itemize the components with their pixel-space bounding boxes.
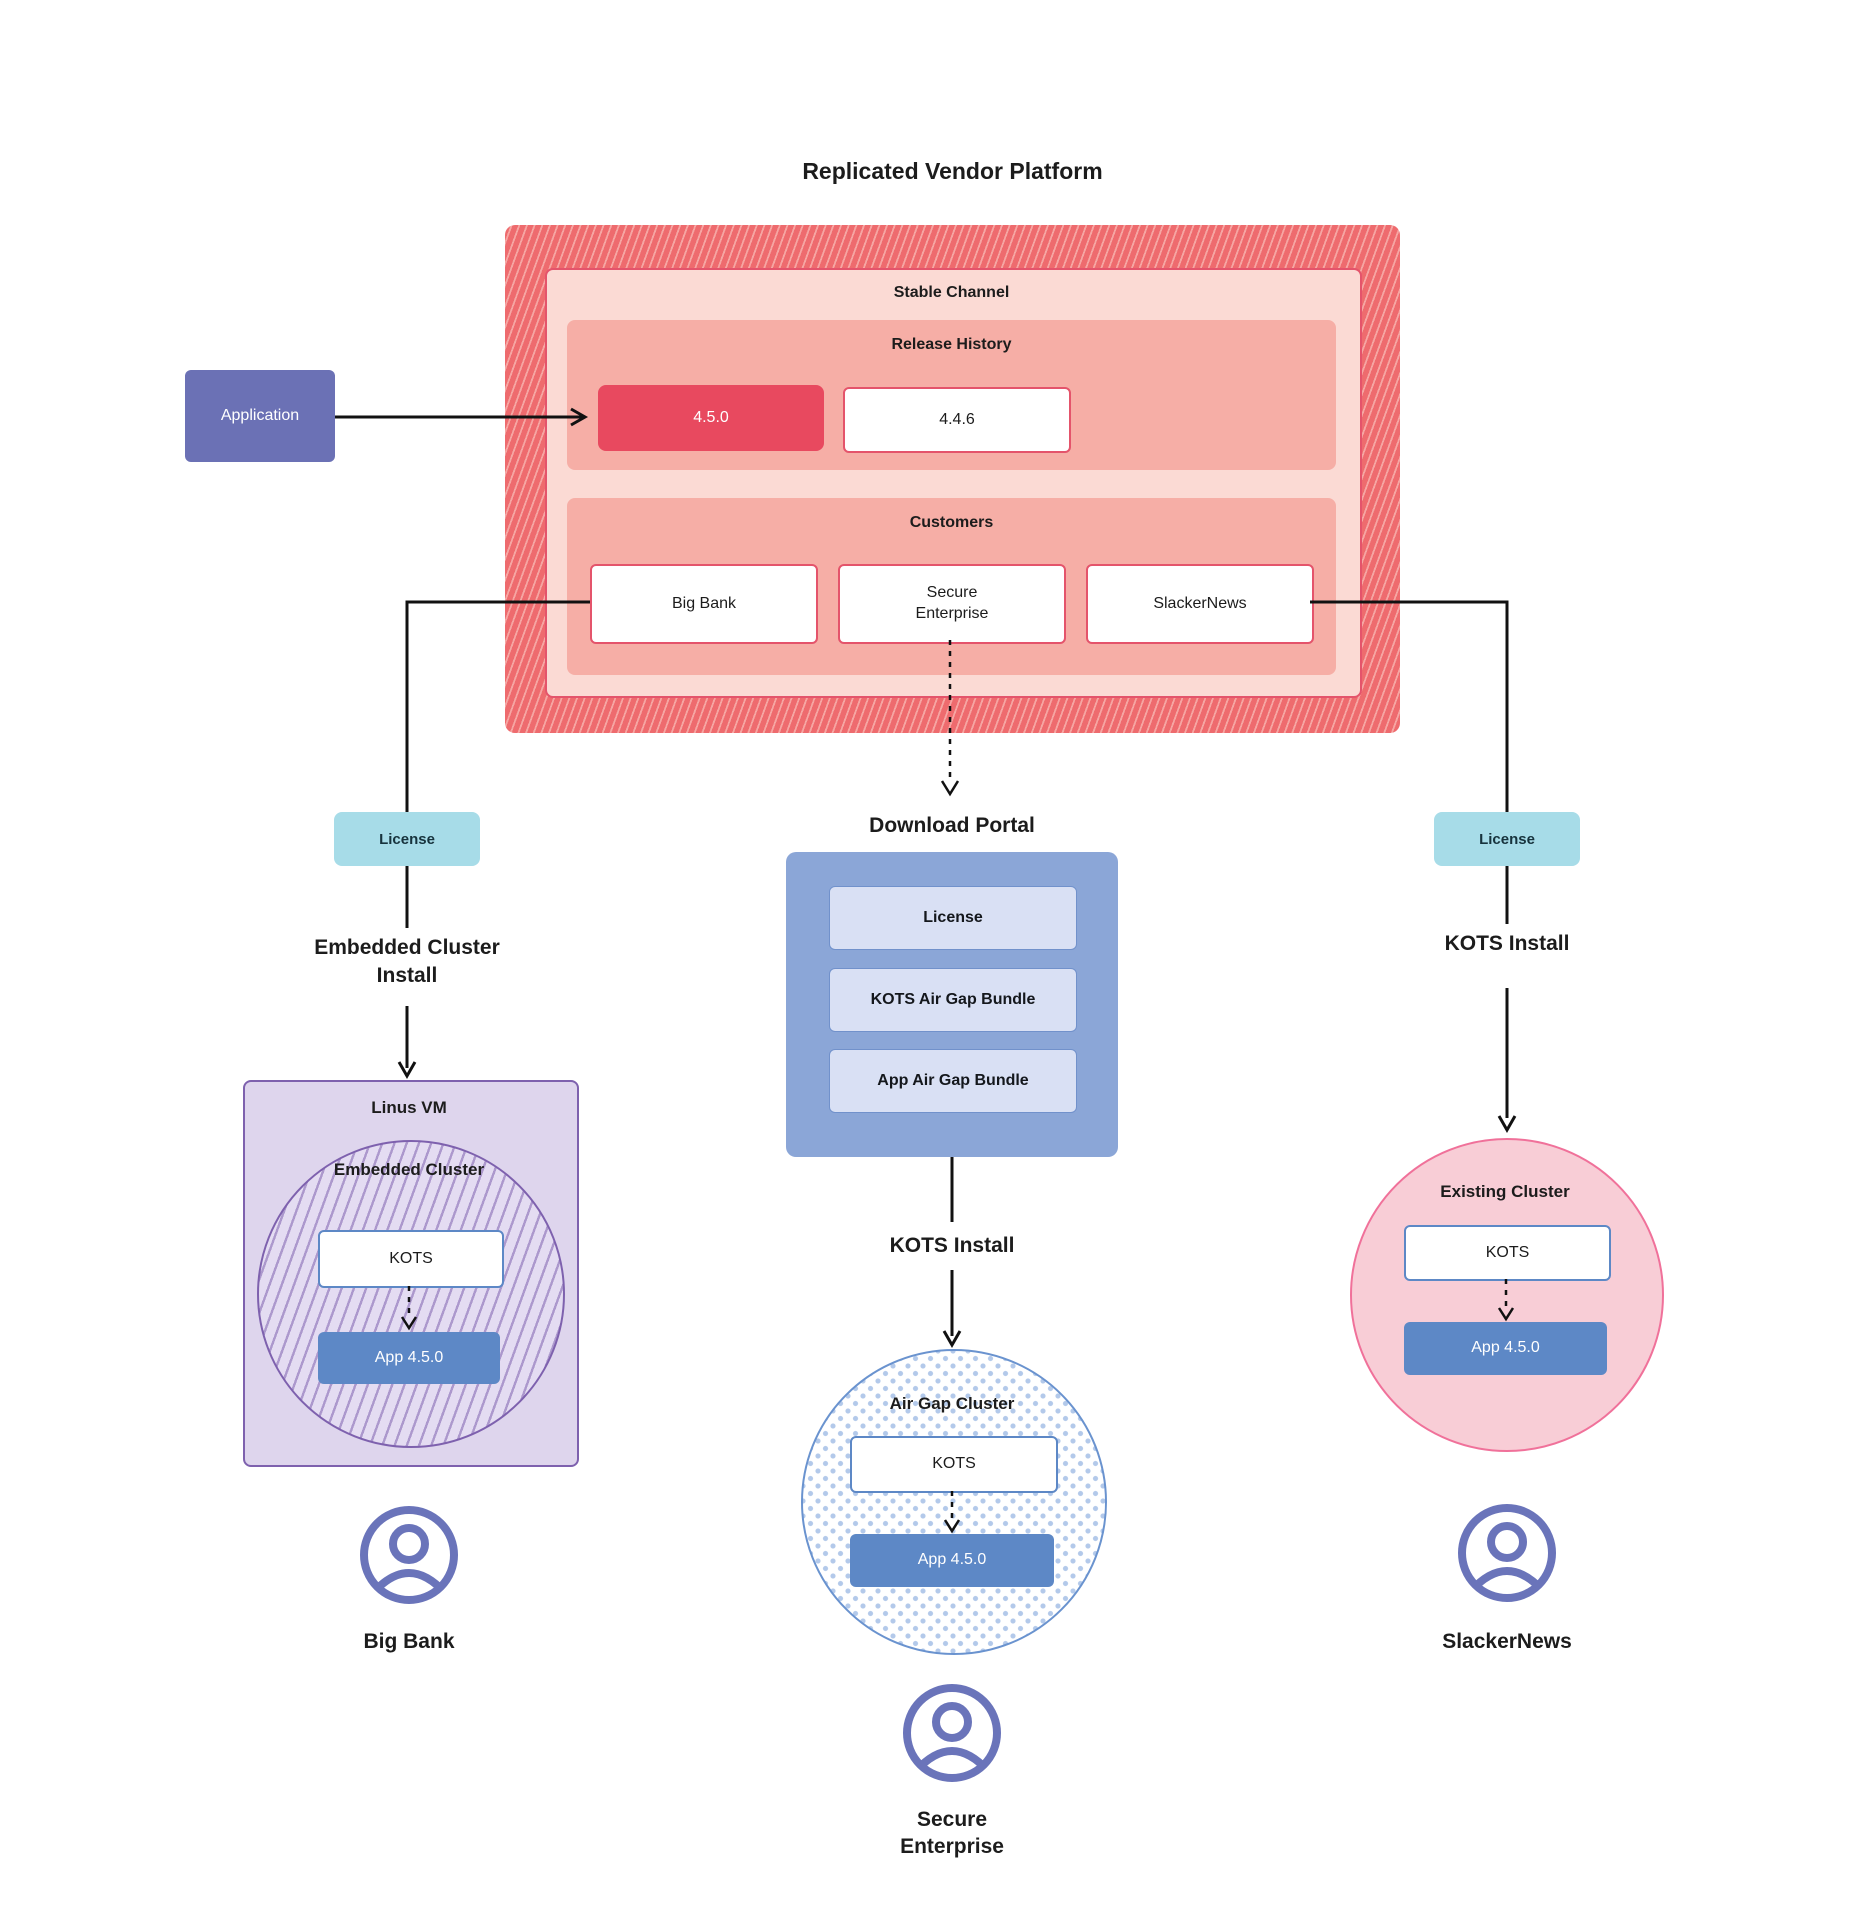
release-4-4-6: 4.4.6 bbox=[843, 387, 1071, 453]
customer-slackernews: SlackerNews bbox=[1086, 564, 1314, 644]
install-method-embedded-cluster: Embedded Cluster Install bbox=[314, 936, 500, 987]
license-node-slackernews: License bbox=[1434, 812, 1580, 866]
install-method-kots-right: KOTS Install bbox=[1444, 932, 1570, 955]
app-node-big-bank: App 4.5.0 bbox=[318, 1332, 500, 1384]
application-node: Application bbox=[185, 370, 335, 462]
person-label-slackernews: SlackerNews bbox=[1442, 1630, 1572, 1653]
air-gap-cluster-label: Air Gap Cluster bbox=[889, 1394, 1015, 1413]
linus-vm-label: Linus VM bbox=[371, 1098, 447, 1117]
release-history-label: Release History bbox=[891, 336, 1012, 353]
person-icon-big-bank bbox=[360, 1506, 458, 1604]
portal-item-license: License bbox=[829, 886, 1077, 950]
kots-node-secure-enterprise: KOTS bbox=[850, 1436, 1058, 1493]
diagram-title: Replicated Vendor Platform bbox=[802, 158, 1103, 184]
person-label-secure-enterprise: Secure Enterprise bbox=[900, 1808, 1004, 1859]
license-node-big-bank: License bbox=[334, 812, 480, 866]
download-portal-title: Download Portal bbox=[869, 814, 1035, 837]
person-icon-slackernews bbox=[1458, 1504, 1556, 1602]
portal-item-kots-air-gap-bundle: KOTS Air Gap Bundle bbox=[829, 968, 1077, 1032]
customer-big-bank: Big Bank bbox=[590, 564, 818, 644]
existing-cluster-label: Existing Cluster bbox=[1440, 1182, 1570, 1201]
kots-node-slackernews: KOTS bbox=[1404, 1225, 1611, 1281]
person-label-big-bank: Big Bank bbox=[363, 1630, 455, 1653]
embedded-cluster-label: Embedded Cluster bbox=[333, 1160, 485, 1179]
customer-secure-enterprise: Secure Enterprise bbox=[838, 564, 1066, 644]
person-icon-secure-enterprise bbox=[903, 1684, 1001, 1782]
customers-label: Customers bbox=[909, 514, 994, 531]
portal-item-app-air-gap-bundle: App Air Gap Bundle bbox=[829, 1049, 1077, 1113]
release-4-5-0: 4.5.0 bbox=[598, 385, 824, 451]
kots-node-big-bank: KOTS bbox=[318, 1230, 504, 1288]
embedded-cluster-circle bbox=[257, 1140, 565, 1448]
install-method-kots-middle: KOTS Install bbox=[889, 1234, 1015, 1257]
app-node-slackernews: App 4.5.0 bbox=[1404, 1322, 1607, 1375]
app-node-secure-enterprise: App 4.5.0 bbox=[850, 1534, 1054, 1587]
air-gap-cluster-circle bbox=[801, 1349, 1107, 1655]
stable-channel-label: Stable Channel bbox=[893, 284, 1010, 301]
